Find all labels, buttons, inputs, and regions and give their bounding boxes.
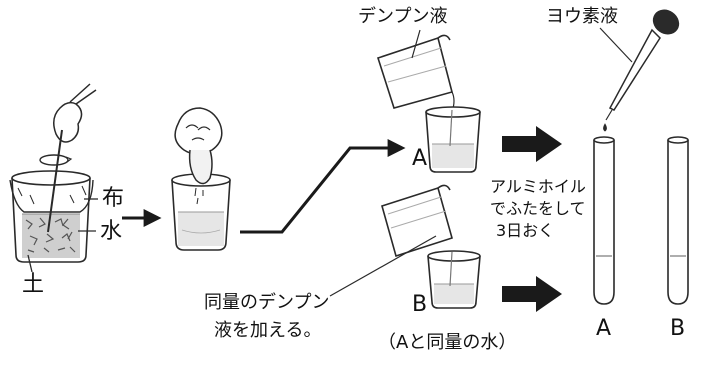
test-tube-a-label: A xyxy=(596,316,612,341)
soil-beaker xyxy=(9,170,94,263)
step-arrow-3 xyxy=(502,126,562,162)
step-arrow-2 xyxy=(240,139,406,234)
foil-note: アルミホイル でふたをして 3日おく xyxy=(490,176,586,242)
iodine-leader-line xyxy=(599,27,633,63)
test-tube-a xyxy=(593,136,615,305)
starch-solution-label: デンプン液 xyxy=(358,6,448,27)
cloth-label: 布 xyxy=(102,186,125,211)
pouring-cup-b xyxy=(381,184,453,258)
soil-leader-line xyxy=(27,254,33,273)
stirring-hand xyxy=(39,83,97,233)
step-arrow-4 xyxy=(502,276,562,312)
beaker-a-label: A xyxy=(412,146,428,171)
test-tube-b xyxy=(667,136,689,305)
beaker-b xyxy=(427,250,481,309)
squeezing-hand xyxy=(174,107,223,205)
foil-note-line-2: でふたをして xyxy=(490,199,586,218)
same-amount-line-2: 液を加える。 xyxy=(214,320,322,341)
foil-note-line-1: アルミホイル xyxy=(490,177,586,196)
pouring-cup-a xyxy=(376,34,455,113)
water-label: 水 xyxy=(100,219,123,244)
same-amount-line-1: 同量のデンプン xyxy=(204,292,330,313)
foil-note-line-3: 3日おく xyxy=(496,221,555,240)
iodine-solution-label: ヨウ素液 xyxy=(546,6,618,27)
soil-label: 土 xyxy=(22,272,45,297)
beaker-b-label: B xyxy=(412,292,428,317)
test-tube-b-label: B xyxy=(670,316,686,341)
starch-leader-line xyxy=(411,29,421,59)
same-amount-leader-line xyxy=(329,235,437,297)
squeeze-beaker xyxy=(171,173,231,251)
iodine-dropper xyxy=(603,9,680,132)
beaker-a xyxy=(425,106,481,173)
same-amount-water-label: （Aと同量の水） xyxy=(378,332,517,353)
